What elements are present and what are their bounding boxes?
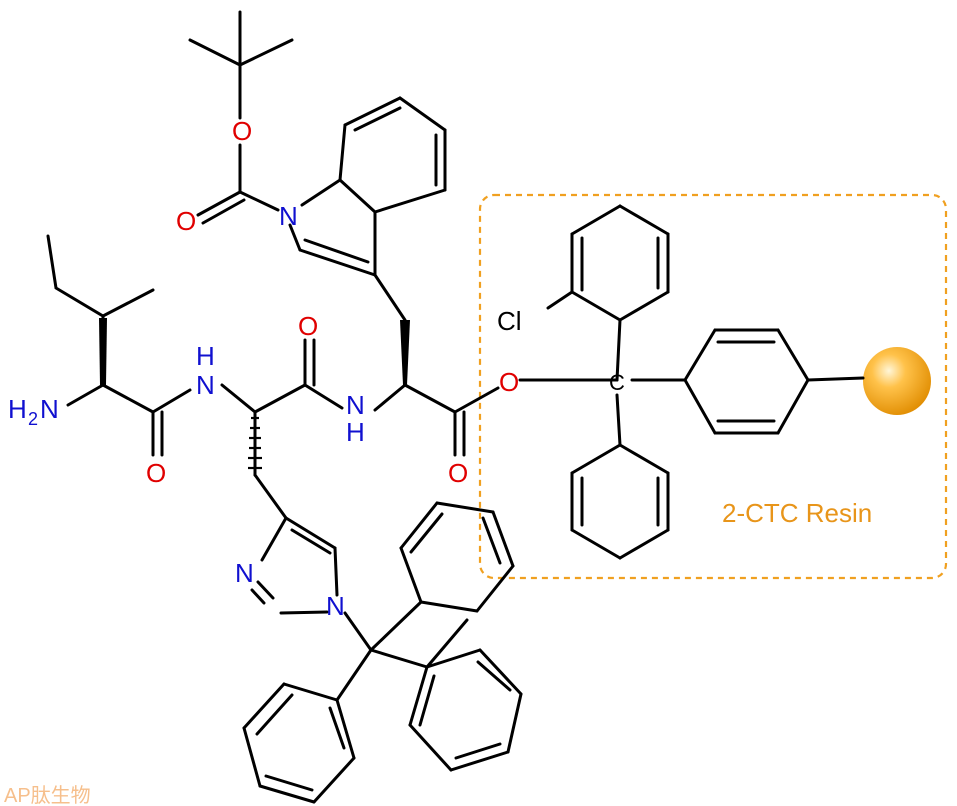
chloro-label: Cl (497, 306, 522, 336)
resin-label: 2-CTC Resin (722, 498, 872, 528)
trityl-c-label: C (609, 370, 625, 395)
trp-carbonyl-o-label: O (448, 458, 468, 488)
indole-n-label: N (279, 201, 298, 231)
resin-bead (863, 347, 931, 415)
watermark-logo: AP肽生物 (4, 784, 91, 806)
skeleton-bonds (46, 10, 865, 804)
amine-h-subscript: 2 (28, 409, 38, 429)
amide-2-h-label: H (346, 417, 365, 447)
stereo-bonds (99, 318, 410, 470)
resin-highlight-box (478, 193, 948, 580)
boc-ether-o-label: O (232, 116, 252, 146)
amide-2-n-label: N (346, 390, 365, 420)
ester-o-label: O (499, 367, 519, 397)
amide-1-n-label: N (196, 370, 215, 400)
ile-carbonyl-o-label: O (146, 458, 166, 488)
atom-labels: H 2 N H N N H O O O O O O N N N Cl C (8, 116, 625, 621)
amine-h-label: H (8, 394, 27, 424)
boc-carbonyl-o-label: O (176, 206, 196, 236)
his-carbonyl-o-label: O (298, 311, 318, 341)
imidazole-n1-label: N (326, 591, 345, 621)
amide-1-h-label: H (196, 341, 215, 371)
amine-n-label: N (40, 394, 59, 424)
imidazole-n3-label: N (235, 558, 254, 588)
